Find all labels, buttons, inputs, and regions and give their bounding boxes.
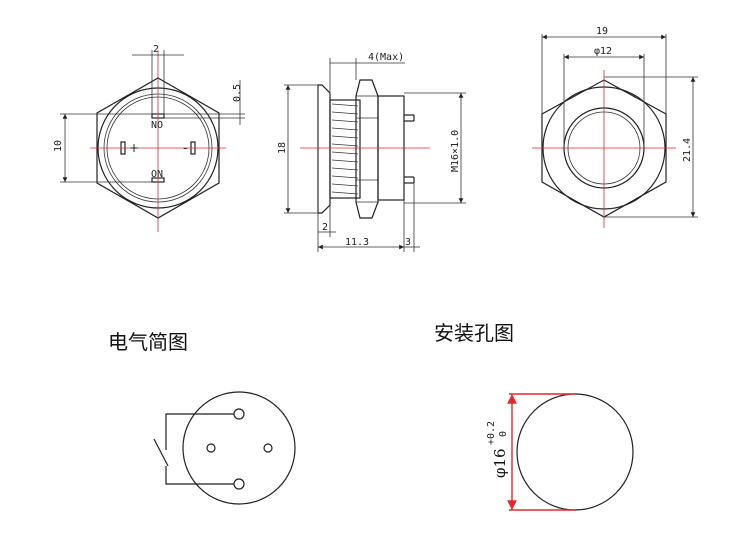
side-dim-top: 4(Max)	[368, 52, 404, 63]
back-dim-top-inner: φ12	[594, 46, 612, 57]
side-view: 4(Max) 18 M16×1.0 2 11.3 3	[277, 52, 466, 252]
side-dim-bottom-3: 3	[405, 237, 411, 248]
front-dim-left: 10	[53, 140, 64, 152]
front-view: NO ON + - 2 0.5 10	[53, 44, 245, 232]
label-plus: +	[129, 141, 139, 155]
label-on: ON	[151, 169, 163, 180]
back-dim-right: 21.4	[682, 138, 693, 162]
front-dim-top: 2	[153, 44, 159, 55]
hole-tol-lower: 0	[498, 431, 509, 437]
label-no: NO	[151, 120, 163, 131]
hole-tol-upper: +0.2	[486, 421, 497, 445]
mounting-hole-title: 安装孔图	[434, 321, 514, 345]
thread-lines	[331, 103, 359, 195]
schematic-title: 电气简图	[108, 330, 188, 354]
hole-dia-label: φ16	[491, 448, 509, 478]
back-view: 19 φ12 21.4	[532, 26, 698, 228]
label-minus: -	[183, 141, 187, 155]
side-dim-bottom-2: 11.3	[345, 237, 369, 248]
side-dim-left: 18	[277, 142, 288, 154]
side-dim-bottom-1: 2	[322, 222, 328, 233]
side-dim-right: M16×1.0	[450, 130, 461, 172]
front-dim-right: 0.5	[232, 84, 243, 102]
electrical-schematic	[153, 391, 296, 505]
back-dim-top-outer: 19	[596, 26, 608, 37]
mounting-hole-drawing: φ16 +0.2 0	[486, 393, 634, 511]
